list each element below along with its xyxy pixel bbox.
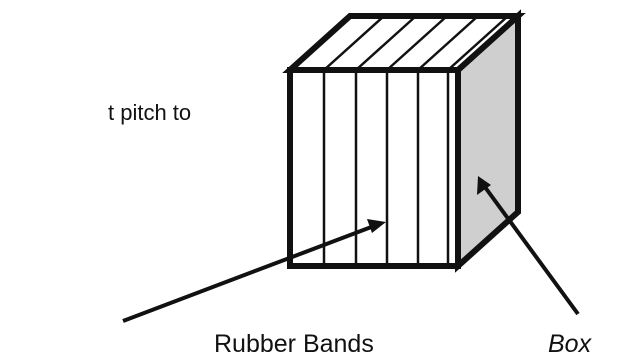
rubber-band-top xyxy=(447,15,509,71)
rubber-bands xyxy=(322,15,509,266)
box-label: Box xyxy=(548,330,593,358)
rubber-bands-label: Rubber Bands xyxy=(214,330,374,358)
box-front-face xyxy=(287,67,461,269)
rubber-band-top xyxy=(417,15,479,71)
cropped-text-fragment: t pitch to xyxy=(108,100,191,125)
rubber-band-top xyxy=(355,15,417,71)
rubber-band-top xyxy=(386,15,448,71)
box-arrow xyxy=(477,176,580,316)
rubber-band-top xyxy=(323,15,385,71)
rubber-bands-arrow xyxy=(122,219,386,323)
